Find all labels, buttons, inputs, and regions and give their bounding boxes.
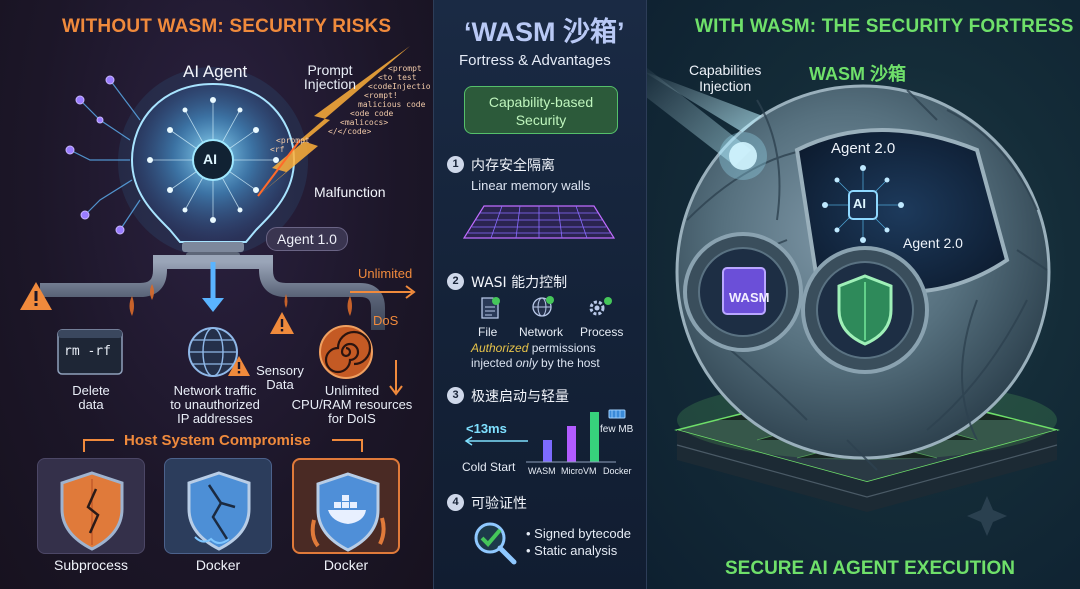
code-line: <prompt <box>276 136 310 145</box>
item-number-4: 4 <box>447 494 464 511</box>
ai-chip-label: AI <box>853 196 866 211</box>
middle-panel-advantages: ‘WASM 沙箱’ Fortress & Advantages Capabili… <box>433 0 647 589</box>
process-gear-icon <box>589 297 612 316</box>
code-line: <prompt <box>388 64 422 73</box>
wasm-tile-label: WASM <box>729 290 770 305</box>
unlimited-resources-label: Unlimited CPU/RAM resources for DoIS <box>291 383 413 426</box>
cold-start-label: Cold Start <box>462 460 516 474</box>
code-line: </</code> <box>328 127 372 136</box>
authorized-emphasis: Authorized <box>471 341 529 355</box>
agent-2-inner-label: Agent 2.0 <box>903 235 963 251</box>
code-line: <to test <box>378 73 417 82</box>
code-line: <rompt! <box>364 91 398 100</box>
code-line: <malicocs> <box>340 118 389 127</box>
subprocess-shield-card <box>37 458 145 554</box>
verify-point-signed-bytecode: • Signed bytecode <box>526 526 632 541</box>
left-panel-title: WITHOUT WASM: SECURITY RISKS <box>62 16 392 37</box>
sandbox-label: WASM 沙箱 <box>809 64 906 84</box>
memory-chip-icon <box>608 409 626 419</box>
startup-arrow <box>464 436 528 446</box>
bulb-ai-label: AI <box>203 151 217 167</box>
right-panel-with-wasm: WITH WASM: THE SECURITY FORTRESS <box>647 0 1080 589</box>
authorized-permissions-text: Authorized permissions <box>471 341 596 355</box>
warning-icon <box>20 282 52 310</box>
malfunction-label: Malfunction <box>314 184 386 200</box>
prompt-injection-label: Prompt Injection <box>303 62 357 92</box>
docker-shield-card-leaking <box>292 458 400 554</box>
warning-icon <box>270 312 294 334</box>
ai-agent-title: AI Agent <box>183 62 248 81</box>
verify-point-text: Static analysis <box>534 543 618 558</box>
docker-whale-shield-icon <box>310 472 386 552</box>
verify-point-text: Signed bytecode <box>534 526 632 541</box>
capability-file-label: File <box>478 325 498 339</box>
sensory-data-label: Sensory Data <box>256 363 304 392</box>
injected-rest: by the host <box>537 356 600 370</box>
warning-icon <box>228 356 250 376</box>
wasm-fortress-illustration <box>647 67 1060 536</box>
capabilities-injection-label: Capabilities Injection <box>689 62 762 94</box>
item-title-wasi-capability: WASI 能力控制 <box>471 275 568 291</box>
item-title-verifiability: 可验证性 <box>471 496 527 512</box>
network-icon <box>532 296 554 317</box>
middle-subtitle: Fortress & Advantages <box>459 52 611 69</box>
code-line: <ode code <box>350 109 394 118</box>
host-system-compromise-label: Host System Compromise <box>124 432 311 449</box>
capability-based-security-badge: Capability-based Security <box>464 86 618 134</box>
injected-by-host-text: injected only by the host <box>471 356 600 370</box>
few-mb-label: few MB <box>600 424 634 435</box>
startup-bar-microvm <box>567 426 576 462</box>
network-traffic-label: Network traffic to unauthorized IP addre… <box>170 383 260 426</box>
code-line: malicious code <box>358 100 426 109</box>
item-desc-linear-memory: Linear memory walls <box>471 178 591 193</box>
right-panel-title: WITH WASM: THE SECURITY FORTRESS <box>695 16 1074 37</box>
terminal-command: rm -rf <box>64 344 111 359</box>
broken-shield-icon <box>60 471 124 551</box>
file-icon <box>481 297 500 319</box>
injected-only: only <box>515 356 538 370</box>
capability-network-label: Network <box>519 325 564 339</box>
shield-label-docker-2: Docker <box>323 557 369 573</box>
left-panel-without-wasm: WITHOUT WASM: SECURITY RISKS <box>0 0 433 589</box>
ai-agent-bulb-illustration <box>20 46 420 452</box>
item-title-memory-isolation: 内存安全隔离 <box>471 158 555 174</box>
authorized-rest: permissions <box>528 341 596 355</box>
startup-category-microvm: MicroVM <box>561 466 597 476</box>
secure-execution-footer: SECURE AI AGENT EXECUTION <box>725 558 1015 579</box>
dos-label: DoS <box>373 313 399 328</box>
delete-data-label: Delete data <box>72 383 110 412</box>
magnifier-check-icon <box>474 522 517 565</box>
item-number-1: 1 <box>447 156 464 173</box>
code-line: <codeInjectio <box>368 82 431 91</box>
verify-point-static-analysis: • Static analysis <box>526 543 618 558</box>
docker-shield-card-cracked <box>164 458 272 554</box>
agent-2-top-label: Agent 2.0 <box>831 140 896 157</box>
startup-bar-docker <box>590 412 599 462</box>
agent-1-badge: Agent 1.0 <box>266 227 348 251</box>
item-title-fast-startup: 极速启动与轻量 <box>471 389 569 405</box>
startup-category-wasm: WASM <box>528 466 556 476</box>
injected-prefix: injected <box>471 356 516 370</box>
linear-memory-grid-icon <box>462 205 616 239</box>
item-number-3: 3 <box>447 387 464 404</box>
cracked-shield-icon <box>187 471 251 551</box>
code-line: <rf <box>270 145 285 154</box>
unlimited-label: Unlimited <box>358 266 413 281</box>
startup-comparison-bar-chart <box>526 412 616 463</box>
injected-code-stream: <prompt <to test <codeInjectio <rompt! m… <box>270 64 433 164</box>
middle-title: ‘WASM 沙箱’ <box>464 17 625 47</box>
shield-label-docker: Docker <box>195 557 241 573</box>
item-number-2: 2 <box>447 273 464 290</box>
startup-category-docker: Docker <box>603 466 632 476</box>
startup-bar-wasm <box>543 440 552 462</box>
shield-label-subprocess: Subprocess <box>54 557 128 573</box>
startup-time-label: <13ms <box>466 421 507 436</box>
capability-process-label: Process <box>580 325 624 339</box>
